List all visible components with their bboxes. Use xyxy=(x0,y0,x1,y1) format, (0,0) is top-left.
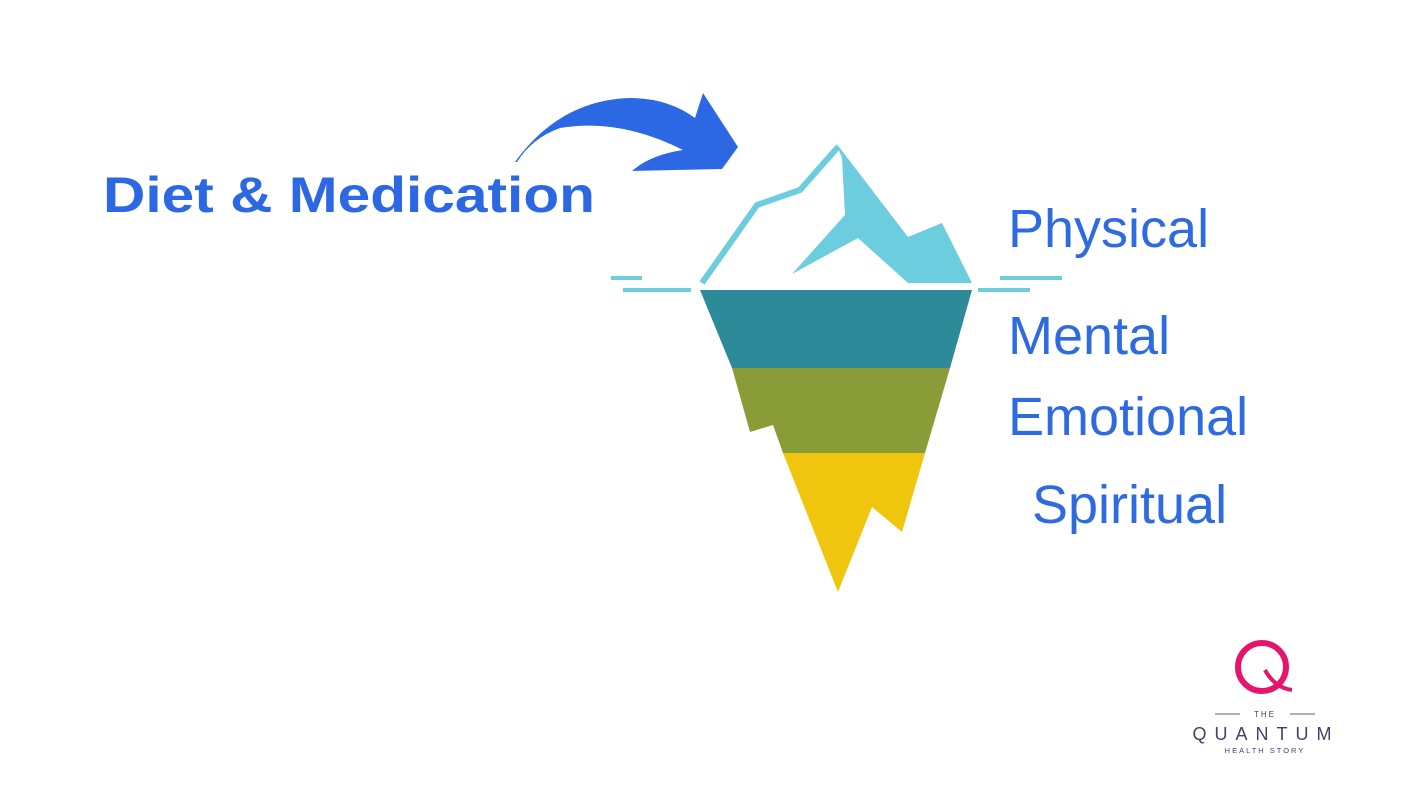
quantum-health-story-logo: THE QUANTUM HEALTH STORY xyxy=(1193,640,1338,755)
iceberg-layer-emotional xyxy=(732,368,950,453)
logo-tagline: HEALTH STORY xyxy=(1225,746,1306,755)
arrow-icon xyxy=(515,93,738,171)
label-mental: Mental xyxy=(1008,306,1170,366)
iceberg-layer-spiritual xyxy=(783,453,925,592)
water-lines xyxy=(611,276,1062,292)
label-emotional: Emotional xyxy=(1008,387,1248,447)
diet-medication-title: Diet & Medication xyxy=(103,167,595,223)
logo-quantum: QUANTUM xyxy=(1193,724,1338,744)
label-physical: Physical xyxy=(1008,199,1209,259)
logo-the: THE xyxy=(1254,710,1276,719)
iceberg-tip xyxy=(699,143,972,285)
label-spiritual: Spiritual xyxy=(1032,475,1227,535)
iceberg-layer-mental xyxy=(700,290,972,368)
